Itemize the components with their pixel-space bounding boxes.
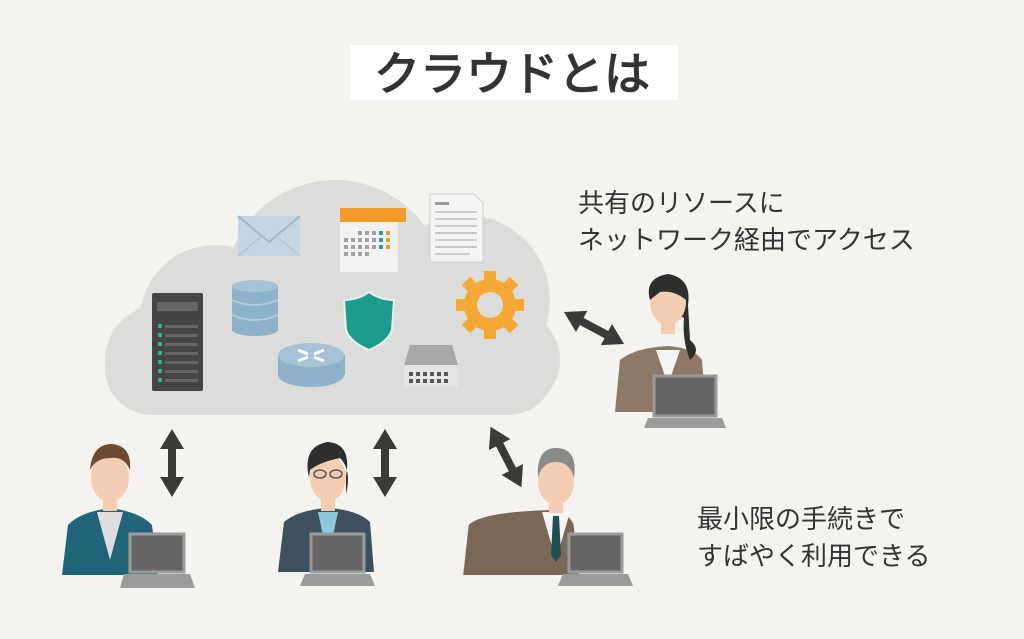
database-icon [231, 280, 279, 336]
user-man-teal [62, 444, 195, 588]
caption-quick-line1: 最小限の手続きで [697, 505, 905, 535]
shield-icon [342, 290, 396, 352]
mail-icon [237, 215, 301, 257]
router-icon [278, 343, 345, 387]
double-arrow-icon [479, 421, 533, 493]
server-icon [152, 293, 203, 391]
caption-quick-line2: すばやく利用できる [697, 542, 930, 572]
caption-shared-line2: ネットワーク経由でアクセス [578, 226, 915, 256]
document-icon [429, 193, 484, 263]
double-arrow-icon [558, 301, 630, 355]
gear-icon [456, 271, 524, 339]
double-arrow-icon [160, 429, 184, 497]
user-man-senior [463, 448, 633, 586]
caption-shared-line1: 共有のリソースに [578, 189, 785, 219]
double-arrow-icon [373, 429, 397, 497]
user-woman-brown [615, 274, 726, 428]
title-highlight [350, 45, 678, 100]
page-title: クラウドとは [374, 47, 650, 101]
switch-icon [404, 345, 458, 387]
calendar-icon [340, 208, 406, 272]
user-woman-glasses [278, 442, 375, 586]
